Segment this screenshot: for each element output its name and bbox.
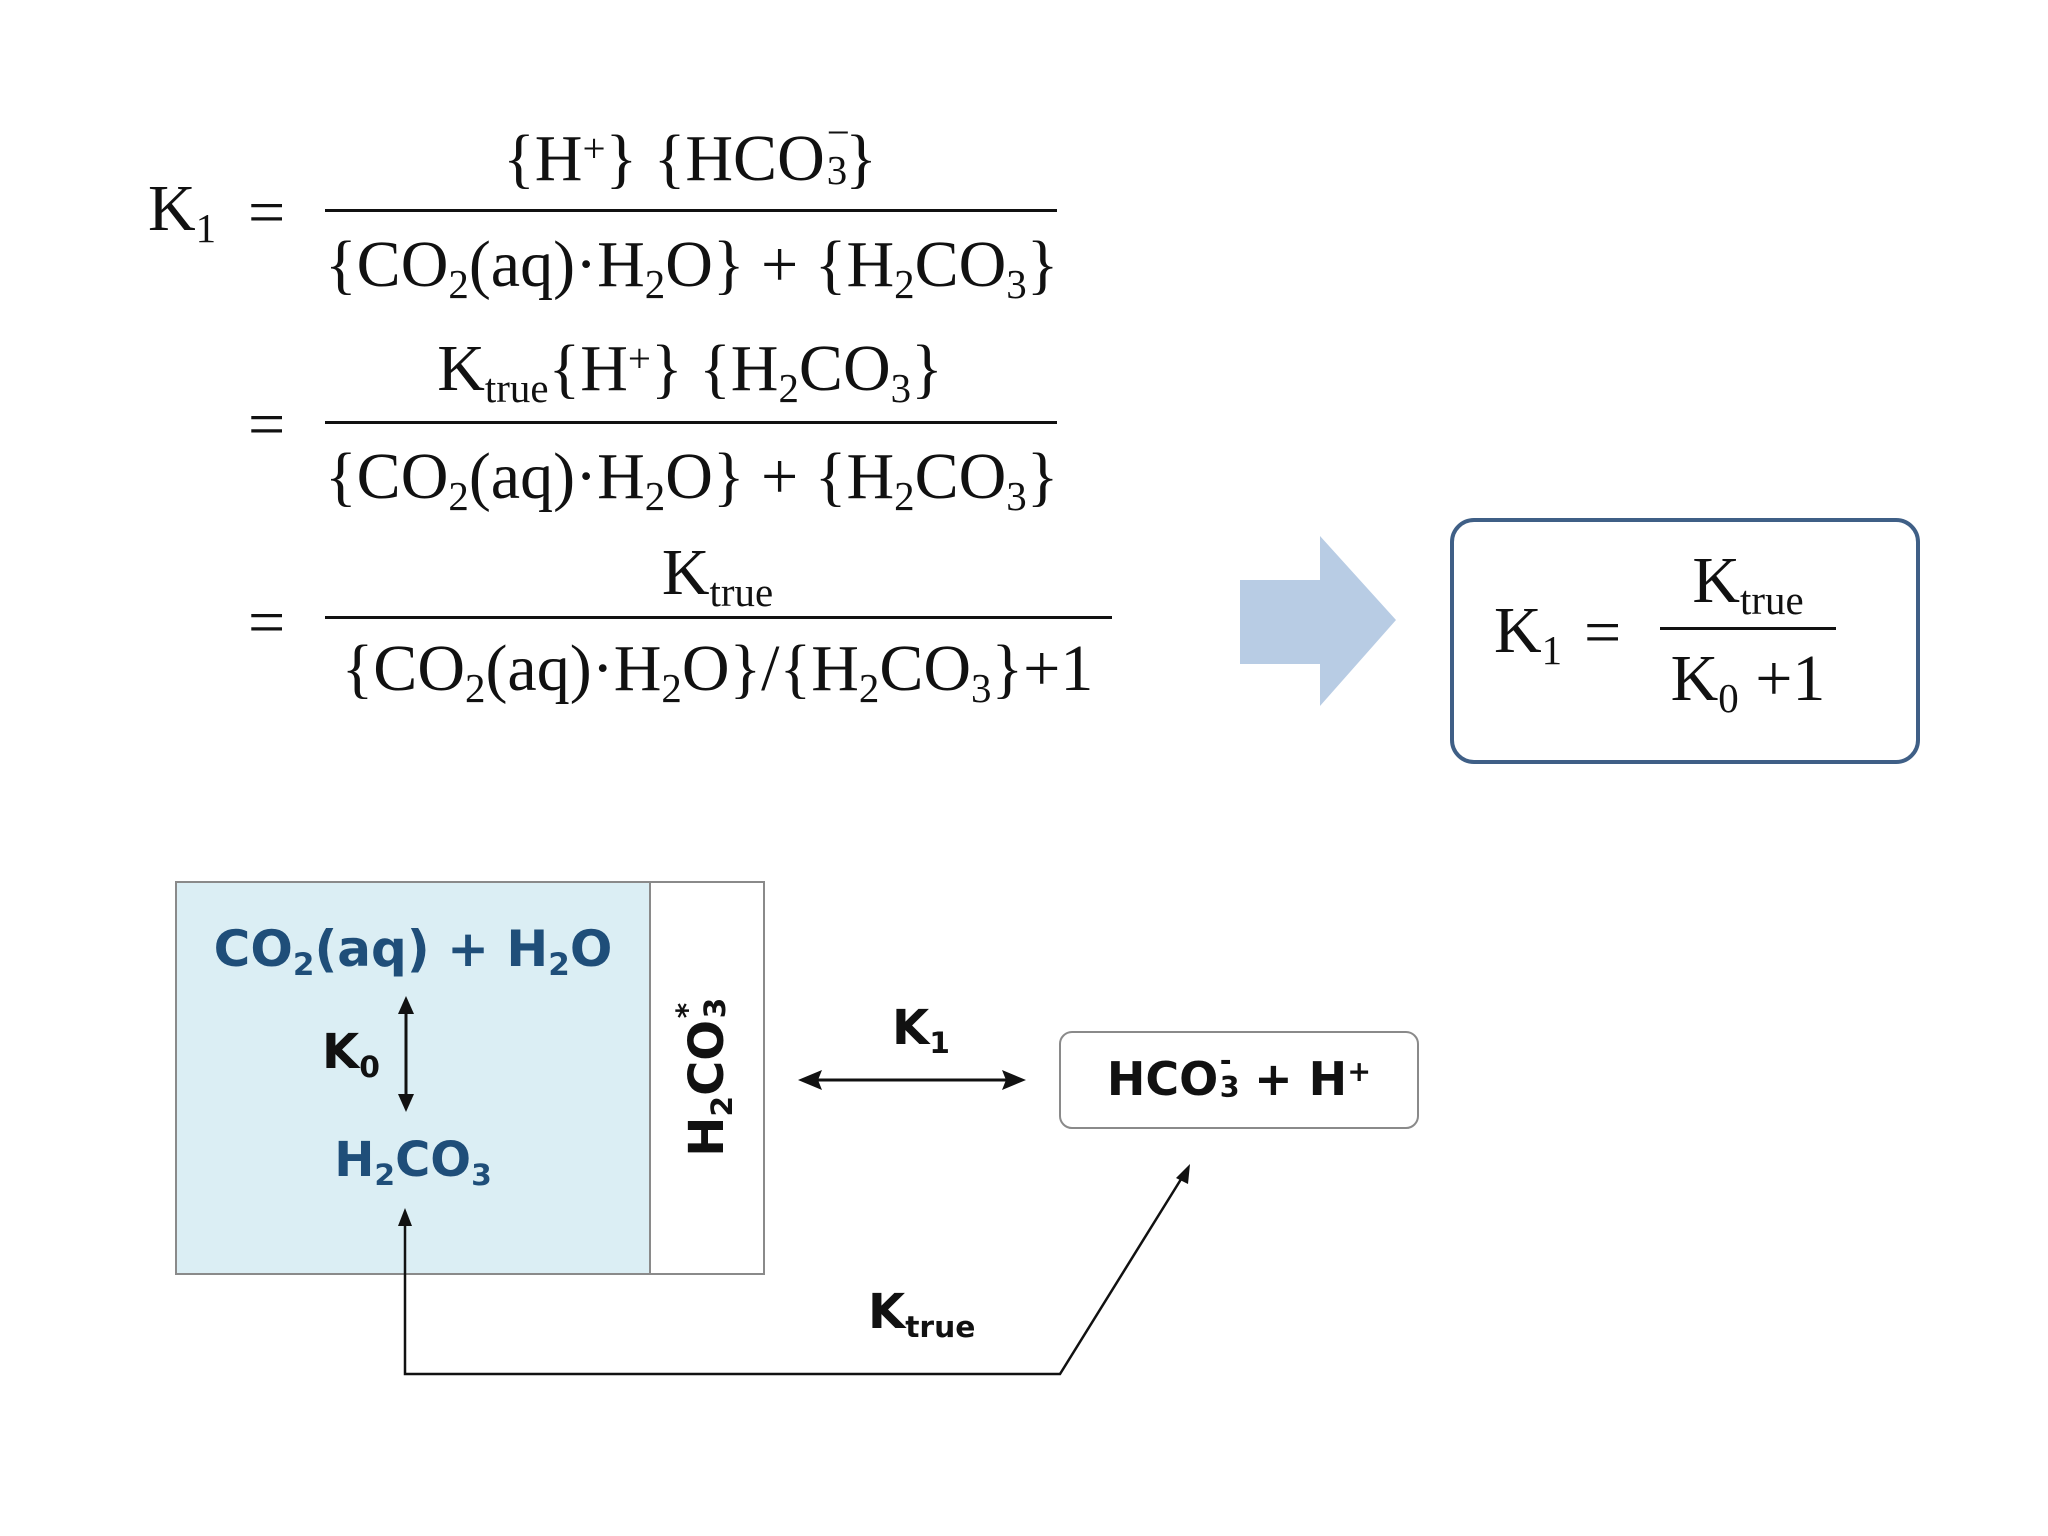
k1-arrow-label: K1 — [892, 1000, 950, 1061]
line1-denominator: {CO2(aq)·H2O} + {H2CO3} — [325, 228, 1059, 308]
h2co3-star-label: H2CO3*3 — [670, 997, 740, 1157]
ktrue-label: Ktrue — [868, 1284, 976, 1345]
k0-double-arrow-icon — [398, 996, 414, 1112]
fraction-bar-2 — [325, 421, 1057, 424]
k1-lhs: K1 — [148, 172, 217, 252]
co2-aq-h2o-label: CO2(aq) + H2O — [213, 920, 613, 984]
result-k1: K1 — [1494, 594, 1563, 674]
equals-sign-1: = — [248, 176, 286, 249]
result-denominator: K0 +1 — [1670, 642, 1826, 722]
k0-label: K0 — [322, 1024, 380, 1085]
h2co3-label: H2CO3 — [334, 1132, 492, 1193]
line3-numerator: Ktrue — [661, 536, 774, 616]
result-equals: = — [1584, 596, 1622, 669]
equals-sign-2: = — [248, 388, 286, 461]
result-arrow-icon — [1240, 536, 1396, 706]
fraction-bar-1 — [325, 209, 1057, 212]
h2co3-star-box — [649, 881, 765, 1275]
line2-denominator: {CO2(aq)·H2O} + {H2CO3} — [325, 440, 1059, 520]
line3-denominator: {CO2(aq)·H2O}/{H2CO3}+1 — [341, 632, 1094, 712]
result-box-border — [1450, 518, 1920, 764]
line1-numerator: {H+} {HCO3−3} — [503, 109, 877, 195]
line2-numerator: Ktrue{H+} {H2CO3} — [437, 332, 943, 412]
fraction-bar-3 — [325, 616, 1112, 619]
result-numerator: Ktrue — [1692, 544, 1804, 624]
product-box — [1059, 1031, 1419, 1129]
hco3-h-label: HCO3-3 + H+ — [1106, 1043, 1372, 1106]
k1-double-arrow-icon — [798, 1070, 1026, 1090]
species-box — [175, 881, 651, 1275]
result-fraction-bar — [1660, 627, 1836, 630]
ktrue-path-arrow-icon — [398, 1164, 1190, 1376]
equals-sign-3: = — [248, 586, 286, 659]
